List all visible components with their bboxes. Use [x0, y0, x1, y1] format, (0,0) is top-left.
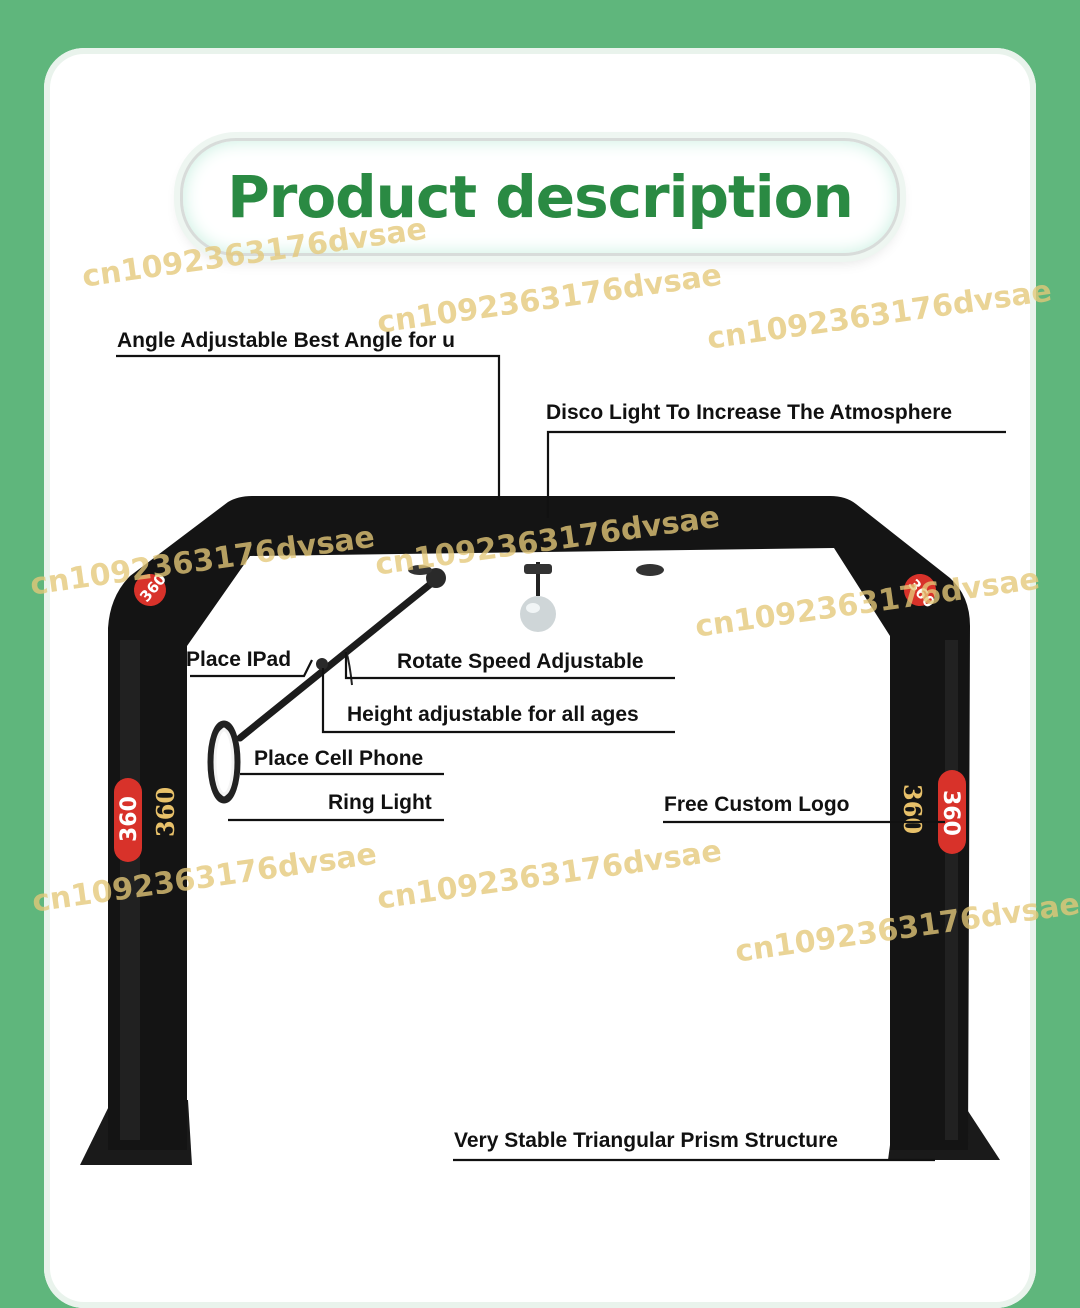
logo-right-gold: 360	[898, 784, 927, 834]
ring-light	[207, 720, 241, 804]
logo-text: 360	[117, 796, 142, 842]
logo-left: 360	[114, 778, 142, 862]
rotating-arm	[236, 574, 442, 742]
callout-line-rotate	[344, 652, 675, 680]
logo-text: 360	[151, 787, 180, 837]
label-stable-structure: Very Stable Triangular Prism Structure	[454, 1129, 838, 1152]
page-title: Product description	[227, 163, 854, 231]
arm-pivot	[426, 568, 446, 588]
arm-joint	[316, 658, 328, 670]
label-free-custom-logo: Free Custom Logo	[664, 793, 850, 816]
label-ring-light: Ring Light	[328, 791, 432, 814]
disco-bracket	[524, 564, 552, 574]
logo-text: 360	[938, 790, 963, 836]
arch-shading	[945, 640, 958, 1140]
inflatable-arch	[108, 496, 970, 1150]
label-disco-light: Disco Light To Increase The Atmosphere	[546, 401, 953, 424]
arch-fixture	[636, 564, 664, 576]
arch-fixture	[408, 565, 432, 575]
label-place-ipad: Place IPad	[186, 648, 292, 671]
label-rotate-speed: Rotate Speed Adjustable	[397, 650, 644, 673]
label-place-cell-phone: Place Cell Phone	[254, 747, 424, 770]
logo-left-gold: 360	[151, 787, 180, 837]
callout-line-disco	[546, 430, 1006, 518]
logo-text: 360	[898, 784, 927, 834]
disco-light	[520, 596, 556, 632]
callout-line-height	[321, 668, 675, 734]
callout-line-ipad	[190, 659, 313, 678]
label-height-adjustable: Height adjustable for all ages	[347, 703, 639, 726]
logo-right: 360	[938, 770, 966, 854]
title-banner: Product description	[180, 138, 900, 256]
ring-light-glow	[213, 728, 235, 796]
disco-light-highlight	[526, 603, 540, 613]
callout-line-angle	[116, 354, 501, 500]
arch-shading	[120, 640, 140, 1140]
label-angle-adjustable: Angle Adjustable Best Angle for u	[117, 329, 455, 352]
